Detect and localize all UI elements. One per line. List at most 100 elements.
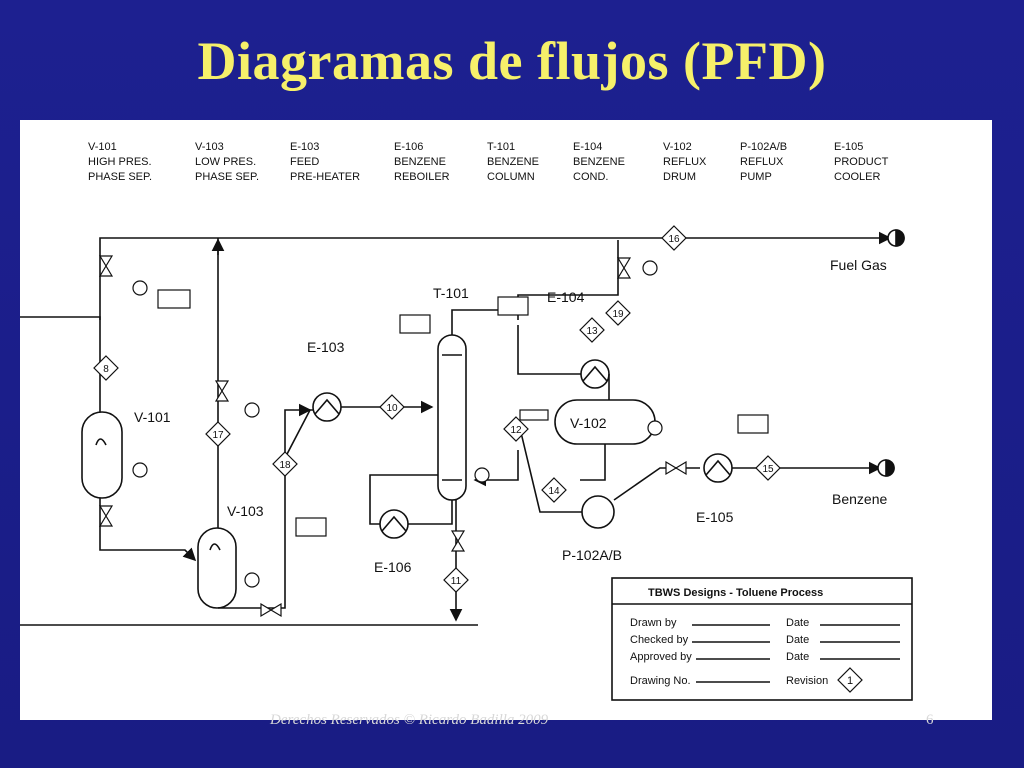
slide-footer: Derechos Reservados © Ricardo Badilla 20… <box>270 712 549 728</box>
svg-text:COND.: COND. <box>573 171 608 183</box>
svg-text:12: 12 <box>510 425 522 436</box>
label-v102: V-102 <box>570 415 607 431</box>
label-e106: E-106 <box>374 559 412 575</box>
svg-text:E-103: E-103 <box>290 141 319 153</box>
svg-text:17: 17 <box>212 430 224 441</box>
svg-text:REFLUX: REFLUX <box>663 156 707 168</box>
svg-text:Drawing No.: Drawing No. <box>630 675 691 687</box>
label-e105: E-105 <box>696 509 734 525</box>
svg-text:V-102: V-102 <box>663 141 692 153</box>
instruments <box>98 255 769 618</box>
header-t101: T-101 BENZENE COLUMN <box>487 141 539 183</box>
svg-text:V-103: V-103 <box>195 141 224 153</box>
svg-text:10: 10 <box>386 403 398 414</box>
svg-text:E-106: E-106 <box>394 141 423 153</box>
e106-reboiler <box>379 509 409 539</box>
svg-text:FEED: FEED <box>290 156 319 168</box>
svg-text:Checked by: Checked by <box>630 634 689 646</box>
stream-19: 19 <box>605 300 631 326</box>
label-t101: T-101 <box>433 285 469 301</box>
stream-14: 14 <box>541 477 567 503</box>
e103-heater <box>312 392 342 422</box>
stream-16: 16 <box>661 225 687 251</box>
svg-text:LOW PRES.: LOW PRES. <box>195 156 256 168</box>
pfd-diagram: V-101 HIGH PRES. PHASE SEP. V-103 LOW PR… <box>20 120 992 720</box>
title-block-company: TBWS Designs - Toluene Process <box>648 587 823 599</box>
stream-10: 10 <box>379 394 405 420</box>
label-p102: P-102A/B <box>562 547 622 563</box>
label-e103: E-103 <box>307 339 345 355</box>
svg-text:Date: Date <box>786 634 809 646</box>
svg-text:Revision: Revision <box>786 675 828 687</box>
svg-text:PRE-HEATER: PRE-HEATER <box>290 171 360 183</box>
svg-text:COLUMN: COLUMN <box>487 171 535 183</box>
stream-18: 18 <box>272 451 298 477</box>
label-v101: V-101 <box>134 409 171 425</box>
stream-8: 8 <box>93 355 119 381</box>
svg-text:V-101: V-101 <box>88 141 117 153</box>
v101-liquid-line <box>99 498 197 562</box>
slide-title: Diagramas de flujos (PFD) <box>197 31 827 91</box>
stream-12: 12 <box>503 416 529 442</box>
stream-15: 15 <box>755 455 781 481</box>
label-fuel-gas: Fuel Gas <box>830 257 887 273</box>
svg-text:Date: Date <box>786 651 809 663</box>
equipment-labels: T-101 E-104 E-103 V-101 V-102 V-103 E-10… <box>134 257 887 575</box>
svg-text:BENZENE: BENZENE <box>394 156 446 168</box>
header-e106: E-106 BENZENE REBOILER <box>394 141 450 183</box>
svg-text:8: 8 <box>103 364 109 375</box>
svg-text:PHASE SEP.: PHASE SEP. <box>195 171 259 183</box>
feed-inlet-line <box>20 316 101 420</box>
overhead-vapor-line <box>451 240 619 335</box>
header-v102: V-102 REFLUX DRUM <box>663 141 707 183</box>
header-e103: E-103 FEED PRE-HEATER <box>290 141 360 183</box>
svg-text:Date: Date <box>786 617 809 629</box>
v101-vessel <box>81 411 123 499</box>
svg-text:PHASE SEP.: PHASE SEP. <box>88 171 152 183</box>
revision-number: 1 <box>847 675 853 687</box>
p102-pump <box>581 495 615 529</box>
svg-text:PUMP: PUMP <box>740 171 772 183</box>
svg-text:16: 16 <box>668 234 680 245</box>
svg-text:DRUM: DRUM <box>663 171 696 183</box>
svg-text:BENZENE: BENZENE <box>573 156 625 168</box>
stream-11: 11 <box>443 567 469 593</box>
title-block: TBWS Designs - Toluene Process Drawn by … <box>630 587 863 693</box>
svg-text:19: 19 <box>612 309 624 320</box>
svg-text:T-101: T-101 <box>487 141 515 153</box>
label-v103: V-103 <box>227 503 264 519</box>
e105-cooler <box>703 453 733 483</box>
label-e104: E-104 <box>547 289 585 305</box>
svg-text:Approved by: Approved by <box>630 651 692 663</box>
svg-text:REBOILER: REBOILER <box>394 171 450 183</box>
svg-text:13: 13 <box>586 326 598 337</box>
stream-labels: 16 8 17 18 10 13 19 12 14 15 11 <box>93 225 781 593</box>
header-e104: E-104 BENZENE COND. <box>573 141 625 183</box>
svg-text:HIGH PRES.: HIGH PRES. <box>88 156 152 168</box>
svg-text:P-102A/B: P-102A/B <box>740 141 787 153</box>
pfd-drawing: V-101 HIGH PRES. PHASE SEP. V-103 LOW PR… <box>20 141 913 701</box>
svg-text:14: 14 <box>548 486 560 497</box>
v103-vessel <box>197 527 237 609</box>
svg-text:Drawn by: Drawn by <box>630 617 677 629</box>
page-number: 6 <box>926 712 934 728</box>
svg-text:18: 18 <box>279 460 291 471</box>
svg-text:E-104: E-104 <box>573 141 602 153</box>
equipment-header: V-101 HIGH PRES. PHASE SEP. V-103 LOW PR… <box>88 141 889 183</box>
svg-text:PRODUCT: PRODUCT <box>834 156 889 168</box>
fuel-gas-line <box>99 231 892 320</box>
stream-13: 13 <box>579 317 605 343</box>
header-p102: P-102A/B REFLUX PUMP <box>740 141 787 183</box>
header-v101: V-101 HIGH PRES. PHASE SEP. <box>88 141 152 183</box>
svg-text:15: 15 <box>762 464 774 475</box>
e104-condenser <box>580 359 610 389</box>
stream-17: 17 <box>205 421 231 447</box>
svg-text:COOLER: COOLER <box>834 171 881 183</box>
header-e105: E-105 PRODUCT COOLER <box>834 141 889 183</box>
svg-text:REFLUX: REFLUX <box>740 156 784 168</box>
label-benzene: Benzene <box>832 491 887 507</box>
svg-text:E-105: E-105 <box>834 141 863 153</box>
svg-text:BENZENE: BENZENE <box>487 156 539 168</box>
t101-column <box>437 334 467 501</box>
svg-text:11: 11 <box>451 576 462 587</box>
